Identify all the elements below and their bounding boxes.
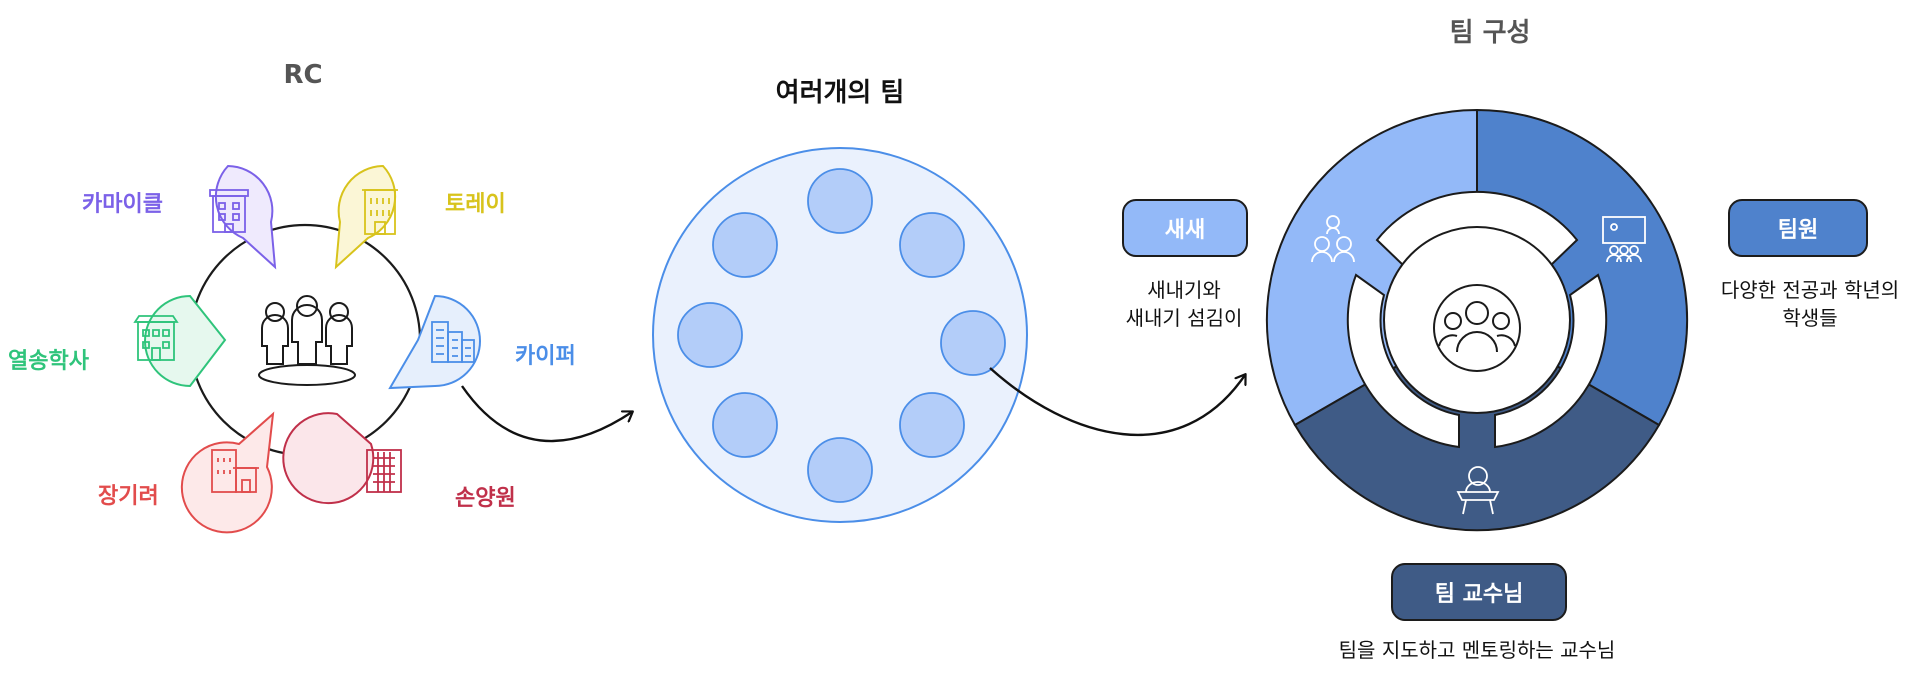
teams-title: 여러개의 팀 bbox=[775, 78, 905, 108]
composition-donut bbox=[1265, 108, 1689, 532]
rc-diagram bbox=[133, 164, 481, 534]
member-description: 다양한 전공과 학년의 학생들 bbox=[1710, 276, 1910, 332]
house-pin-janggiryeo[interactable] bbox=[180, 411, 275, 534]
house-label-janggiryeo: 장기려 bbox=[98, 484, 159, 509]
team-bubble[interactable] bbox=[940, 310, 1006, 376]
lecturer-icon bbox=[1456, 466, 1500, 515]
arrow-teams-to-composition bbox=[989, 367, 1245, 436]
building-icon bbox=[133, 315, 179, 361]
saesae-label[interactable]: 새새 bbox=[1122, 199, 1248, 257]
house-label-sonyangwon: 손양원 bbox=[455, 486, 516, 511]
professor-desc-line-1: 팀을 지도하고 멘토링하는 교수님 bbox=[1338, 638, 1616, 662]
professor-label-text: 팀 교수님 bbox=[1434, 582, 1524, 607]
composition-title: 팀 구성 bbox=[1449, 18, 1531, 48]
saesae-description: 새내기와 새내기 섬김이 bbox=[1100, 276, 1268, 332]
team-bubble[interactable] bbox=[712, 212, 778, 278]
saesae-desc-line-1: 새내기와 bbox=[1147, 278, 1221, 302]
house-pin-yeolsong[interactable] bbox=[133, 294, 227, 388]
rc-title: RC bbox=[283, 60, 323, 90]
building-icon bbox=[431, 321, 475, 363]
saesae-label-text: 새새 bbox=[1164, 218, 1206, 243]
inner-ring-right bbox=[1494, 273, 1608, 449]
team-bubble[interactable] bbox=[899, 392, 965, 458]
member-label-text: 팀원 bbox=[1777, 218, 1819, 243]
house-pin-carmichael[interactable] bbox=[209, 164, 277, 270]
house-label-carmichael: 카마이클 bbox=[82, 192, 163, 217]
arrow-rc-to-teams bbox=[461, 385, 632, 443]
member-desc-line-1: 다양한 전공과 학년의 bbox=[1720, 278, 1900, 302]
team-bubble[interactable] bbox=[807, 437, 873, 503]
professor-label[interactable]: 팀 교수님 bbox=[1391, 563, 1567, 621]
building-icon bbox=[211, 449, 259, 493]
house-pin-kuyper[interactable] bbox=[388, 294, 481, 390]
inner-ring-left bbox=[1346, 273, 1460, 449]
building-icon bbox=[362, 189, 398, 235]
team-bubbles bbox=[677, 168, 1006, 503]
team-bubble[interactable] bbox=[899, 212, 965, 278]
member-label[interactable]: 팀원 bbox=[1728, 199, 1868, 257]
house-label-torrey: 토레이 bbox=[445, 192, 506, 217]
center-circle bbox=[1383, 226, 1571, 414]
team-bubble[interactable] bbox=[677, 302, 743, 368]
house-pin-torrey[interactable] bbox=[334, 164, 398, 270]
professor-description: 팀을 지도하고 멘토링하는 교수님 bbox=[1277, 636, 1677, 664]
building-icon bbox=[209, 189, 249, 233]
team-bubble[interactable] bbox=[807, 168, 873, 234]
saesae-desc-line-2: 새내기 섬김이 bbox=[1125, 306, 1243, 330]
community-icon bbox=[258, 295, 356, 386]
house-pin-sonyangwon[interactable] bbox=[282, 412, 402, 505]
audience-icon bbox=[1602, 216, 1646, 263]
team-bubble[interactable] bbox=[712, 392, 778, 458]
group-icon bbox=[1433, 284, 1521, 372]
house-label-yeolsong: 열송학사 bbox=[8, 349, 89, 374]
building-icon bbox=[366, 449, 402, 493]
member-desc-line-2: 학생들 bbox=[1782, 306, 1838, 330]
house-label-kuyper: 카이퍼 bbox=[515, 344, 576, 369]
teams-diagram bbox=[652, 147, 1028, 523]
saesae-icon bbox=[1311, 215, 1355, 263]
